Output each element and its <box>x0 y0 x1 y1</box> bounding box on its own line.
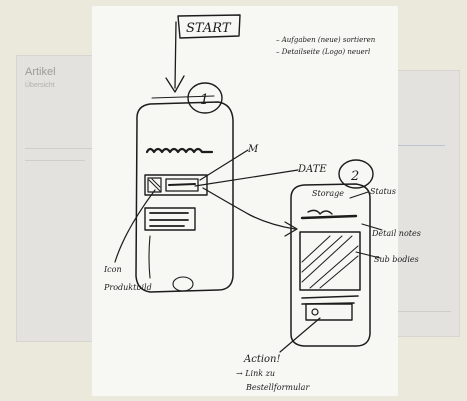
label-detail-notes: Detail notes <box>371 229 421 238</box>
image-hatch <box>301 235 359 289</box>
action-button-sketch <box>305 303 353 321</box>
phone-1-outline <box>135 101 234 293</box>
connector-icon <box>114 189 156 263</box>
list-item-box <box>144 207 196 231</box>
label-date: DATE <box>297 164 327 175</box>
action-note-2: Bestellformular <box>245 383 310 392</box>
connector-m <box>199 149 249 181</box>
step-2-circle <box>338 159 374 189</box>
connector-sub <box>355 251 381 259</box>
action-note-1: → Link zu <box>236 369 275 378</box>
start-arrow-head <box>165 75 185 93</box>
list-item-text-scribble <box>168 183 196 186</box>
thumb-hatch <box>148 178 161 192</box>
background-subtitle: Übersicht <box>25 82 55 89</box>
sketch-paper <box>92 6 398 396</box>
step-1-number: 1 <box>200 92 209 108</box>
phone-2-image <box>299 231 361 291</box>
header-scribble <box>145 147 214 154</box>
note-line-1: – Aufgaben (neue) sortieren <box>276 36 376 44</box>
background-divider <box>25 148 95 149</box>
connector-date <box>194 169 299 187</box>
label-sub-bodies: Sub bodies <box>374 255 419 264</box>
start-arrow <box>174 21 177 89</box>
connector-action <box>279 317 321 353</box>
phone-1-top <box>151 95 215 99</box>
label-m: M <box>247 144 259 155</box>
background-divider <box>25 160 85 161</box>
list-item-scribble <box>149 212 189 227</box>
background-screen-left: Artikel Übersicht <box>16 55 104 342</box>
action-button-dot <box>311 308 319 316</box>
list-item-thumb <box>147 177 162 193</box>
step-2-number: 2 <box>350 169 359 184</box>
background-divider <box>395 311 451 312</box>
label-icon: Icon <box>103 265 122 274</box>
connector-produkt <box>148 235 151 279</box>
start-label: START <box>186 21 232 36</box>
start-box <box>177 14 241 39</box>
label-storage: Storage <box>312 189 344 198</box>
background-title: Artikel <box>25 66 56 78</box>
flow-arrow-head <box>284 221 298 237</box>
label-produktbild: Produktbild <box>103 283 152 292</box>
flow-arrow <box>202 187 296 230</box>
connector-detail <box>361 223 383 231</box>
list-item-box <box>144 174 208 196</box>
phone-2-outline <box>290 183 371 347</box>
label-status: Status <box>370 187 396 196</box>
produkt-circle <box>172 276 194 292</box>
label-action: Action! <box>243 354 281 365</box>
step-1-circle <box>187 82 223 114</box>
background-divider <box>395 145 445 146</box>
note-line-2: – Detailseite (Logo) neuerl <box>276 48 370 56</box>
detail-lines <box>301 295 359 305</box>
connector-storage <box>349 191 369 199</box>
phone-2-header <box>300 214 358 220</box>
phone-2-header-scribble <box>307 209 333 215</box>
